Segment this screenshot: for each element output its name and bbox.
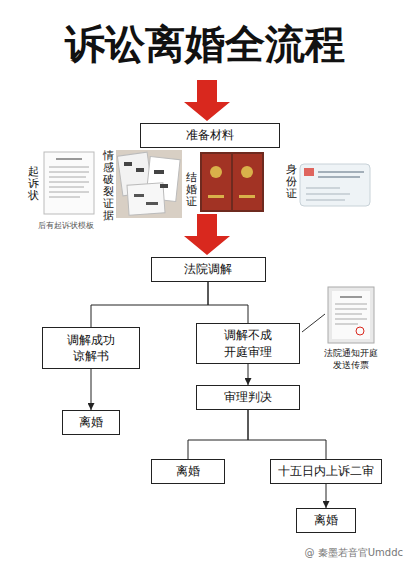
title: 诉讼离婚全流程	[0, 20, 409, 68]
box-label: 审理判决	[224, 389, 272, 405]
process-box: 调解不成 开庭审理	[196, 323, 300, 364]
red-arrow	[184, 80, 230, 121]
leader-line	[302, 314, 325, 332]
process-box: 离婚	[151, 459, 225, 484]
process-box: 十五日内上诉二审	[270, 459, 382, 484]
vertical-label: 起诉状	[28, 166, 39, 202]
note-label: 后有起诉状模板	[38, 221, 94, 231]
id-card	[300, 164, 370, 206]
flow-connector	[188, 410, 248, 459]
note-label: 法院通知开庭 发送传票	[318, 348, 384, 371]
flow-connector	[91, 369, 92, 410]
process-box: 离婚	[62, 410, 120, 435]
box-label: 离婚	[176, 463, 200, 479]
process-box: 调解成功 谅解书	[42, 327, 140, 369]
box-label: 调解不成 开庭审理	[220, 327, 276, 359]
box-label: 法院调解	[184, 261, 232, 277]
flow-connector	[248, 364, 249, 385]
box-label: 十五日内上诉二审	[278, 463, 374, 479]
flow-connector	[326, 484, 327, 508]
vertical-label: 结婚证	[186, 172, 197, 208]
red-arrow	[184, 214, 230, 255]
process-box: 法院调解	[151, 257, 266, 282]
evidence-photos	[116, 150, 182, 218]
vertical-label: 情感破裂证据	[103, 150, 114, 223]
flow-connector	[208, 282, 248, 323]
box-label: 离婚	[314, 512, 338, 528]
summons-picture	[328, 287, 374, 343]
complaint-document	[44, 152, 94, 214]
process-box: 离婚	[296, 508, 356, 533]
process-box: 审理判决	[196, 385, 300, 410]
flow-connector	[91, 282, 208, 327]
vertical-label: 身份证	[286, 164, 297, 200]
box-label: 离婚	[79, 414, 103, 430]
marriage-certificates	[200, 152, 264, 212]
box-label: 调解成功 谅解书	[63, 332, 119, 364]
note-label: @ 秦墨若音官Umddc	[305, 546, 403, 559]
box-label: 准备材料	[186, 127, 234, 143]
flow-connector	[248, 410, 326, 459]
process-box: 准备材料	[140, 123, 280, 148]
